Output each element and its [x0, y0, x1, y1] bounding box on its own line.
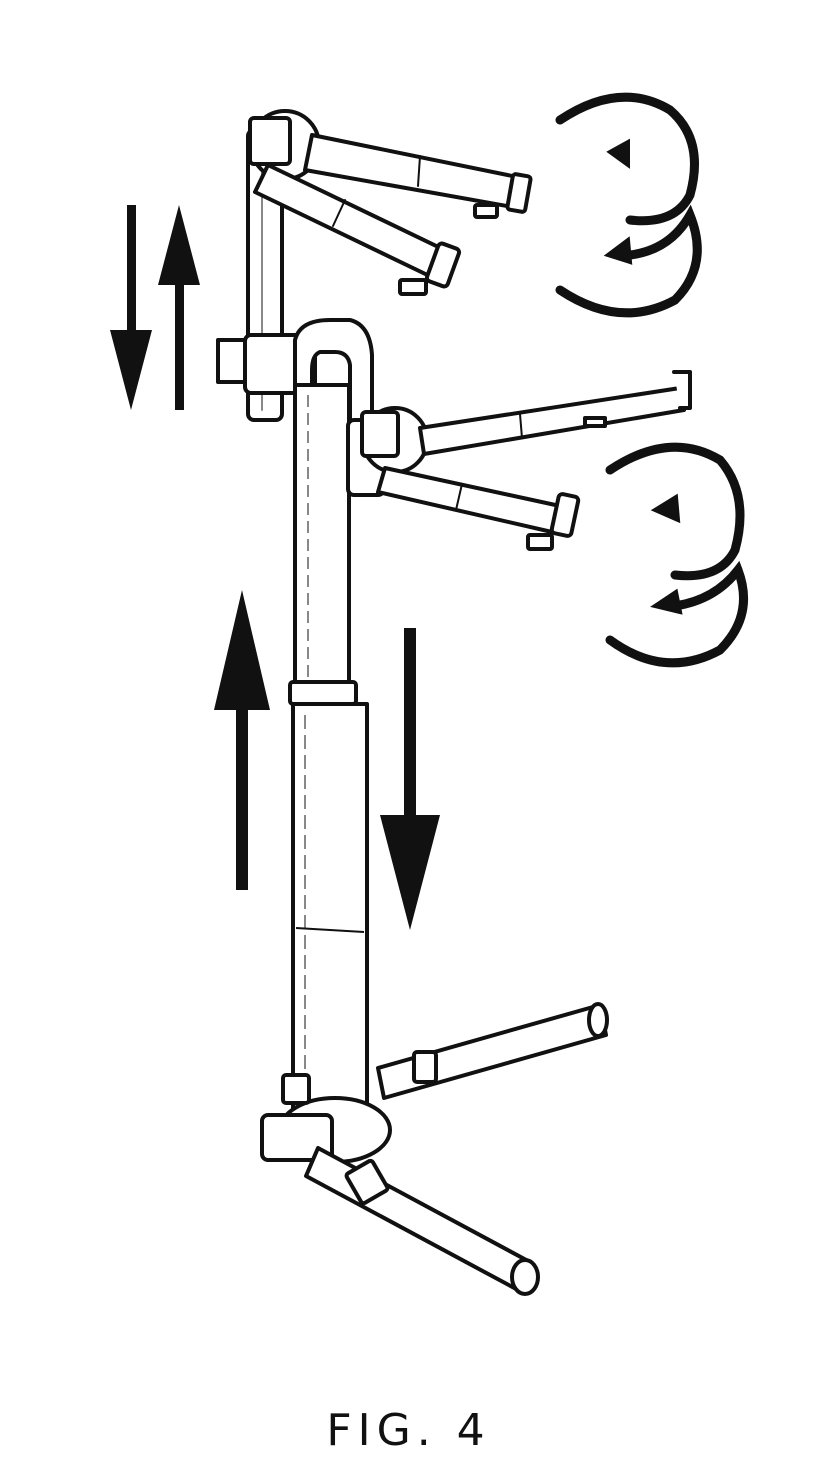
arrow-down-icon: [110, 205, 152, 410]
upper-rotation-arrows: [555, 92, 702, 318]
upper-arm-rod-2: [253, 163, 462, 296]
middle-arm-rod-2: [376, 466, 581, 551]
middle-arm-assembly: [346, 370, 692, 551]
rotation-arrow-icon: [605, 560, 749, 668]
lower-vertical-arrows: [214, 590, 440, 930]
main-column: [216, 318, 374, 1126]
lower-rotation-arrows: [605, 442, 749, 668]
figure-caption: FIG. 4: [326, 1405, 491, 1456]
rotation-arrow-icon: [605, 442, 745, 581]
rotation-arrow-icon: [555, 204, 702, 318]
middle-arm-rod-1: [418, 370, 692, 456]
rotation-arrow-icon: [555, 92, 699, 226]
lower-column-tube: [291, 702, 369, 1126]
arrow-up-icon: [158, 205, 200, 410]
base-leg-front: [304, 1146, 540, 1296]
base-leg-rear: [376, 1002, 609, 1100]
arrow-down-icon: [380, 628, 440, 930]
upper-vertical-arrows: [110, 205, 200, 410]
base-assembly: [260, 1002, 609, 1296]
upper-column-tube: [293, 383, 351, 697]
upper-arm-rod-1: [303, 133, 533, 219]
arrow-up-icon: [214, 590, 270, 890]
column-collar: [288, 680, 358, 706]
